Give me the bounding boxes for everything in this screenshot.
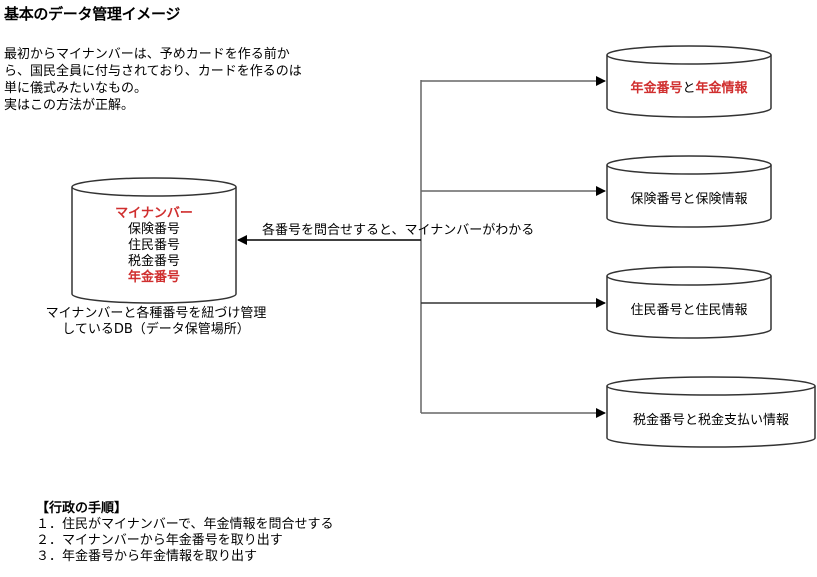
central-db-caption: マイナンバーと各種番号を紐づけ管理 しているDB（データ保管場所） bbox=[24, 306, 288, 338]
intro-line: 単に儀式みたいなもの。 bbox=[4, 81, 148, 96]
central-db-cylinder bbox=[71, 177, 237, 304]
tax-db-text: 税金番号と税金支払い情報 bbox=[632, 413, 789, 428]
caption-line: しているDB（データ保管場所） bbox=[62, 322, 250, 337]
conjunction-text: と bbox=[682, 81, 696, 96]
insurance-db-cylinder bbox=[606, 155, 772, 228]
intro-line: ら、国民全員に付与されており、カードを作るのは bbox=[4, 64, 302, 79]
central-db-line-resident: 住民番号 bbox=[127, 238, 180, 253]
procedure-section: 【行政の手順】 １．住民がマイナンバーで、年金情報を問合せする ２．マイナンバー… bbox=[36, 501, 333, 565]
procedure-step: ３．年金番号から年金情報を取り出す bbox=[36, 549, 258, 564]
central-db-line-insurance: 保険番号 bbox=[127, 222, 180, 237]
resident-db-label: 住民番号と住民情報 bbox=[607, 303, 771, 319]
procedure-step: １．住民がマイナンバーで、年金情報を問合せする bbox=[36, 517, 334, 532]
intro-line: 実はこの方法が正解。 bbox=[4, 98, 135, 113]
insurance-db-text: 保険番号と保険情報 bbox=[630, 192, 748, 207]
resident-db-text: 住民番号と住民情報 bbox=[630, 303, 748, 318]
central-db-line-pension: 年金番号 bbox=[127, 270, 180, 285]
pension-db-cylinder bbox=[606, 45, 772, 118]
insurance-db-label: 保険番号と保険情報 bbox=[607, 192, 771, 208]
central-db-line-tax: 税金番号 bbox=[127, 254, 180, 269]
central-db-label: マイナンバー 保険番号 住民番号 税金番号 年金番号 bbox=[72, 206, 236, 286]
pension-number-text: 年金番号 bbox=[630, 81, 683, 96]
central-db-line-mynumber: マイナンバー bbox=[115, 206, 193, 221]
procedure-heading: 【行政の手順】 bbox=[36, 501, 128, 516]
tax-db-label: 税金番号と税金支払い情報 bbox=[607, 413, 815, 429]
pension-db-label: 年金番号と年金情報 bbox=[607, 81, 771, 97]
tax-db-cylinder bbox=[606, 376, 816, 448]
intro-line: 最初からマイナンバーは、予めカードを作る前か bbox=[4, 47, 290, 62]
page-title: 基本のデータ管理イメージ bbox=[4, 5, 181, 23]
query-label: 各番号を問合せすると、マイナンバーがわかる bbox=[262, 223, 535, 238]
resident-db-cylinder bbox=[606, 266, 772, 339]
pension-info-text: 年金情報 bbox=[695, 81, 748, 96]
intro-text: 最初からマイナンバーは、予めカードを作る前か ら、国民全員に付与されており、カー… bbox=[4, 46, 302, 114]
caption-line: マイナンバーと各種番号を紐づけ管理 bbox=[45, 306, 267, 321]
procedure-step: ２．マイナンバーから年金番号を取り出す bbox=[36, 533, 283, 548]
